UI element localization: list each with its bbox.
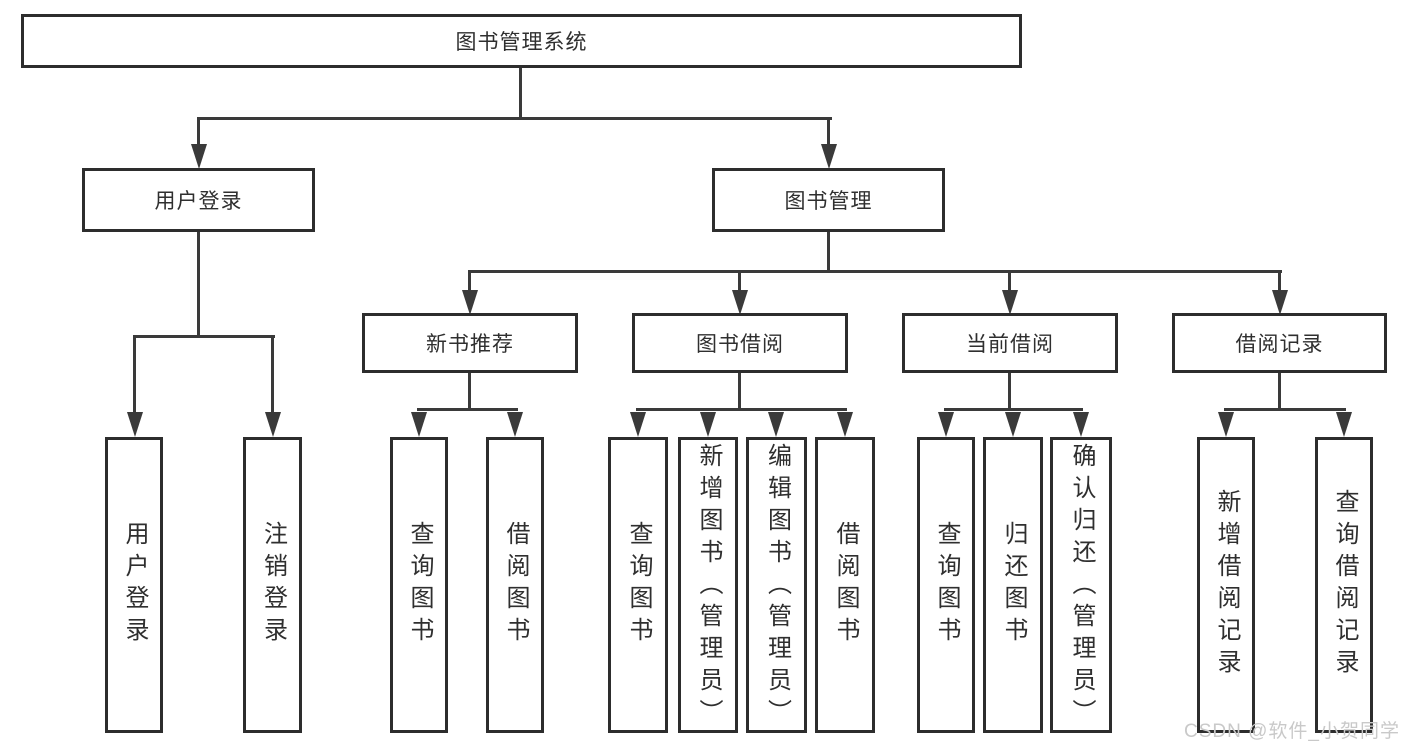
connector-user-login-hbar	[133, 335, 275, 338]
leaf-label: 用户登录	[121, 521, 148, 649]
leaf-logout-login: 注销登录	[243, 437, 302, 733]
arrowhead-down-icon	[191, 144, 207, 169]
node-current-borrow-label: 当前借阅	[966, 333, 1054, 356]
node-book-borrow: 图书借阅	[632, 313, 848, 373]
connector-current-borrow-stem	[1008, 371, 1011, 411]
arrowhead-down-icon	[127, 412, 143, 437]
connector-borrow-records-hbar	[1224, 408, 1346, 411]
arrowhead-down-icon	[1272, 290, 1288, 315]
leaf-label: 编辑图书（管理员）	[763, 443, 791, 731]
leaf-label: 归还图书	[1000, 521, 1027, 649]
arrowhead-down-icon	[630, 412, 646, 437]
leaf-return-books: 归还图书	[983, 437, 1043, 733]
leaf-label: 查询借阅记录	[1331, 489, 1358, 681]
arrowhead-down-icon	[1005, 412, 1021, 437]
leaf-label: 新增图书（管理员）	[695, 443, 722, 731]
node-book-management: 图书管理	[712, 168, 945, 232]
leaf-query-borrow-record: 查询借阅记录	[1315, 437, 1373, 733]
leaf-query-books-current: 查询图书	[917, 437, 975, 733]
arrowhead-down-icon	[938, 412, 954, 437]
leaf-label: 注销登录	[259, 521, 287, 649]
connector-drop-user-login	[197, 117, 200, 147]
node-borrow-records-label: 借阅记录	[1235, 333, 1324, 356]
connector-level2-hbar	[197, 117, 832, 120]
leaf-label: 查询图书	[933, 521, 960, 649]
leaf-add-borrow-record: 新增借阅记录	[1197, 437, 1255, 733]
connector-borrow-records-stem	[1278, 371, 1281, 411]
arrowhead-down-icon	[821, 144, 837, 169]
leaf-edit-books-admin: 编辑图书（管理员）	[746, 437, 807, 733]
arrowhead-down-icon	[837, 412, 853, 437]
arrowhead-down-icon	[507, 412, 523, 437]
node-user-login: 用户登录	[82, 168, 315, 232]
leaf-label: 借阅图书	[832, 521, 859, 649]
arrowhead-down-icon	[1002, 290, 1018, 315]
arrowhead-down-icon	[768, 412, 784, 437]
leaf-label: 借阅图书	[502, 521, 529, 649]
leaf-add-books-admin: 新增图书（管理员）	[678, 437, 738, 733]
node-book-management-label: 图书管理	[784, 190, 873, 213]
node-root-label: 图书管理系统	[455, 31, 588, 54]
arrowhead-down-icon	[732, 290, 748, 315]
connector-root-stem	[519, 66, 522, 119]
node-book-borrow-label: 图书借阅	[696, 333, 784, 356]
connector-drop-leaf-logout	[271, 335, 274, 415]
node-new-book-recommend: 新书推荐	[362, 313, 578, 373]
connector-level3-hbar	[468, 270, 1282, 273]
connector-book-management-stem	[827, 232, 830, 273]
connector-drop-book-management	[827, 117, 830, 147]
connector-new-book-hbar	[417, 408, 518, 411]
connector-book-borrow-hbar	[636, 408, 847, 411]
connector-drop-borrow-records	[1278, 270, 1281, 294]
connector-drop-current-borrow	[1008, 270, 1011, 294]
arrowhead-down-icon	[1073, 412, 1089, 437]
node-root: 图书管理系统	[21, 14, 1022, 68]
connector-drop-leaf-login	[133, 335, 136, 415]
connector-current-borrow-hbar	[944, 408, 1083, 411]
leaf-query-books-recommend: 查询图书	[390, 437, 448, 733]
arrowhead-down-icon	[265, 412, 281, 437]
arrowhead-down-icon	[1218, 412, 1234, 437]
node-user-login-label: 用户登录	[154, 190, 243, 213]
csdn-watermark: CSDN @软件_小贺同学	[1184, 721, 1400, 742]
arrowhead-down-icon	[462, 290, 478, 315]
arrowhead-down-icon	[411, 412, 427, 437]
connector-user-login-stem	[197, 232, 200, 338]
leaf-borrow-books-recommend: 借阅图书	[486, 437, 544, 733]
leaf-label: 查询图书	[406, 521, 433, 649]
arrowhead-down-icon	[700, 412, 716, 437]
connector-book-borrow-stem	[738, 371, 741, 411]
leaf-borrow-books: 借阅图书	[815, 437, 875, 733]
leaf-query-books-borrow: 查询图书	[608, 437, 668, 733]
leaf-label: 新增借阅记录	[1213, 489, 1240, 681]
leaf-label: 查询图书	[625, 521, 652, 649]
connector-drop-book-borrow	[738, 270, 741, 294]
node-current-borrow: 当前借阅	[902, 313, 1118, 373]
node-borrow-records: 借阅记录	[1172, 313, 1387, 373]
arrowhead-down-icon	[1336, 412, 1352, 437]
leaf-user-login: 用户登录	[105, 437, 163, 733]
leaf-confirm-return-admin: 确认归还（管理员）	[1050, 437, 1112, 733]
connector-new-book-stem	[468, 371, 471, 411]
leaf-label: 确认归还（管理员）	[1068, 443, 1095, 731]
node-new-book-recommend-label: 新书推荐	[426, 333, 514, 356]
connector-drop-new-book	[468, 270, 471, 294]
